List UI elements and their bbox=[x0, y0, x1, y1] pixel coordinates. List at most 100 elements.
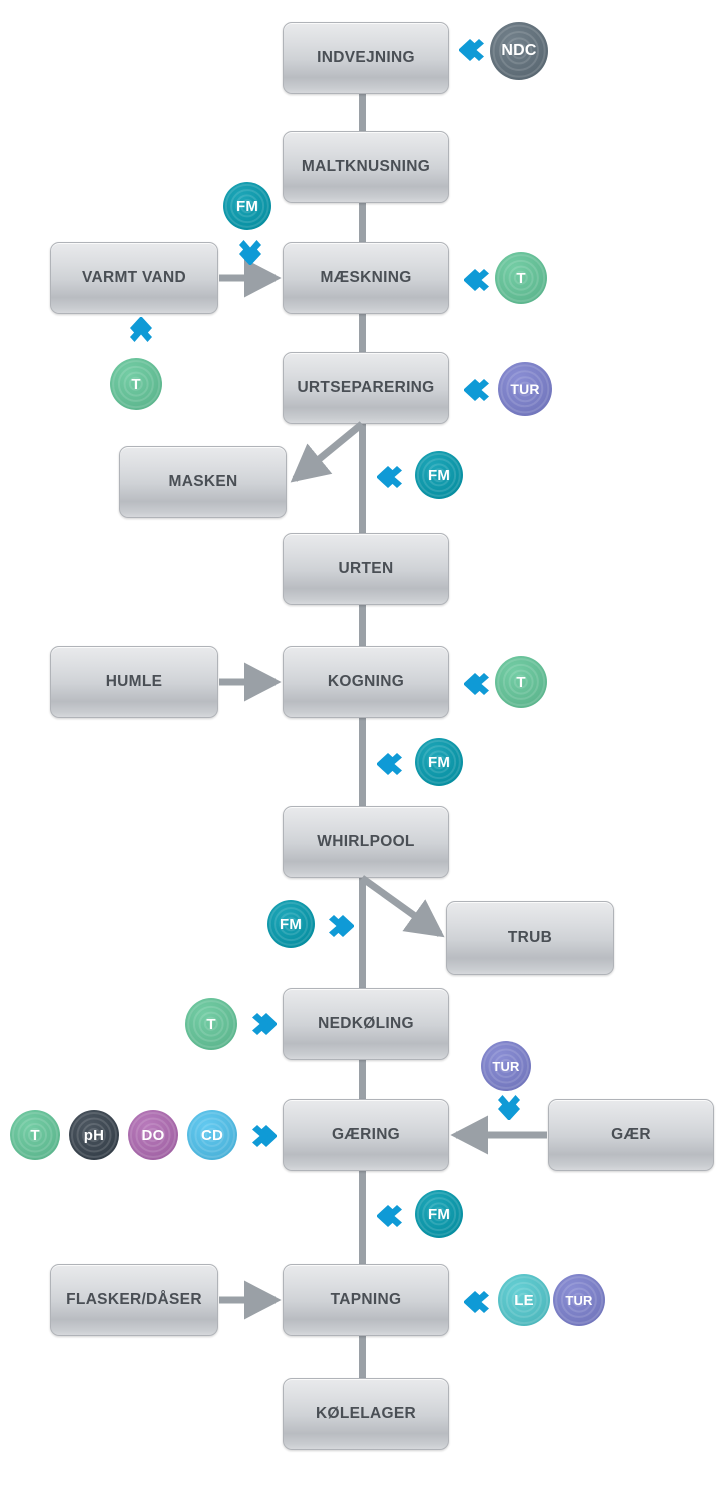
process-box-kogning[interactable]: KOGNING bbox=[283, 646, 449, 718]
process-box-tapning[interactable]: TAPNING bbox=[283, 1264, 449, 1336]
sensor-badge-label: LE bbox=[514, 1291, 534, 1309]
chevron-left-icon bbox=[463, 670, 498, 703]
conn-maltknusning-maeskning bbox=[359, 199, 366, 246]
sensor-badge-label: TUR bbox=[492, 1058, 520, 1074]
process-box-label: URTEN bbox=[338, 560, 394, 578]
sensor-badge-label: T bbox=[30, 1126, 40, 1144]
conn-whirlpool-nedkoling bbox=[359, 874, 366, 992]
process-box-trub[interactable]: TRUB bbox=[446, 901, 614, 975]
process-box-label: HUMLE bbox=[105, 673, 163, 691]
badge-rings-icon bbox=[481, 1041, 531, 1091]
sensor-badge-do-gaering[interactable]: DO bbox=[128, 1110, 178, 1160]
process-box-urtseparering[interactable]: URTSEPARERING bbox=[283, 352, 449, 424]
badge-rings-icon bbox=[69, 1110, 119, 1160]
process-box-whirlpool[interactable]: WHIRLPOOL bbox=[283, 806, 449, 878]
process-box-gaering[interactable]: GÆRING bbox=[283, 1099, 449, 1171]
sensor-badge-tur-urtseparering[interactable]: TUR bbox=[498, 362, 552, 416]
process-box-label: MASKEN bbox=[168, 473, 238, 491]
sensor-badge-t-maeskning[interactable]: T bbox=[495, 252, 547, 304]
sensor-badge-label: FM bbox=[235, 197, 259, 215]
process-box-varmt-vand[interactable]: VARMT VAND bbox=[50, 242, 218, 314]
sensor-badge-label: DO bbox=[141, 1126, 165, 1144]
chevron-left-icon bbox=[458, 36, 493, 69]
sensor-badge-label: T bbox=[131, 375, 141, 393]
sensor-badge-tur-tapning[interactable]: TUR bbox=[553, 1274, 605, 1326]
badge-rings-icon bbox=[498, 362, 552, 416]
conn-gaering-tapning bbox=[359, 1167, 366, 1268]
sensor-badge-label: TUR bbox=[510, 381, 540, 397]
sensor-badge-label: T bbox=[516, 673, 526, 691]
process-box-label: GÆRING bbox=[331, 1126, 401, 1144]
badge-rings-icon bbox=[187, 1110, 237, 1160]
chevron-down-icon bbox=[233, 234, 267, 267]
process-box-masken[interactable]: MASKEN bbox=[119, 446, 287, 518]
process-box-gaer[interactable]: GÆR bbox=[548, 1099, 714, 1171]
process-box-label: INDVEJNING bbox=[317, 49, 415, 67]
sensor-badge-label: FM bbox=[279, 915, 303, 933]
sensor-badge-cd-gaering[interactable]: CD bbox=[187, 1110, 237, 1160]
process-box-label: TRUB bbox=[507, 929, 553, 947]
chevron-left-icon bbox=[463, 376, 498, 409]
process-box-label: URTSEPARERING bbox=[297, 379, 435, 397]
sensor-badge-label: FM bbox=[427, 1205, 451, 1223]
process-box-urten[interactable]: URTEN bbox=[283, 533, 449, 605]
badge-rings-icon bbox=[223, 182, 271, 230]
sensor-badge-label: TUR bbox=[565, 1292, 593, 1308]
chevron-up-icon bbox=[124, 316, 158, 353]
conn-kogning-whirlpool bbox=[359, 714, 366, 810]
process-box-label: GÆR bbox=[611, 1126, 651, 1144]
process-box-label: MÆSKNING bbox=[320, 269, 412, 287]
chevron-left-icon bbox=[376, 463, 411, 496]
process-box-label: FLASKER/DÅSER bbox=[66, 1291, 202, 1309]
sensor-badge-fm-masken[interactable]: FM bbox=[415, 451, 463, 499]
sensor-badge-ndc-indvejning[interactable]: NDC bbox=[490, 22, 548, 80]
sensor-badge-t-nedkoling[interactable]: T bbox=[185, 998, 237, 1050]
sensor-badge-fm-kogning[interactable]: FM bbox=[415, 738, 463, 786]
chevron-left-icon bbox=[463, 266, 498, 299]
process-box-label: KØLELAGER bbox=[315, 1405, 416, 1423]
sensor-badge-ph-gaering[interactable]: pH bbox=[69, 1110, 119, 1160]
process-box-label: MALTKNUSNING bbox=[301, 158, 431, 176]
sensor-badge-t-kogning[interactable]: T bbox=[495, 656, 547, 708]
conn-tapning-kolelager bbox=[359, 1332, 366, 1382]
conn-urten-kogning bbox=[359, 601, 366, 650]
sensor-badge-fm-maeskning-top[interactable]: FM bbox=[223, 182, 271, 230]
badge-rings-icon bbox=[267, 900, 315, 948]
badge-rings-icon bbox=[553, 1274, 605, 1326]
chevron-left-icon bbox=[376, 1202, 411, 1235]
sensor-badge-le-tapning[interactable]: LE bbox=[498, 1274, 550, 1326]
process-box-nedkoling[interactable]: NEDKØLING bbox=[283, 988, 449, 1060]
chevron-left-icon bbox=[463, 1288, 498, 1321]
process-box-maltknusning[interactable]: MALTKNUSNING bbox=[283, 131, 449, 203]
badge-rings-icon bbox=[495, 252, 547, 304]
badge-rings-icon bbox=[495, 656, 547, 708]
conn-urtseparering-urten bbox=[359, 420, 366, 537]
sensor-badge-label: FM bbox=[427, 466, 451, 484]
process-box-flasker-daaser[interactable]: FLASKER/DÅSER bbox=[50, 1264, 218, 1336]
arrow-whirlpool-trub bbox=[359, 875, 445, 938]
conn-maeskning-urtseparering bbox=[359, 310, 366, 356]
process-box-kolelager[interactable]: KØLELAGER bbox=[283, 1378, 449, 1450]
sensor-badge-label: FM bbox=[427, 753, 451, 771]
badge-rings-icon bbox=[415, 451, 463, 499]
sensor-badge-t-gaering[interactable]: T bbox=[10, 1110, 60, 1160]
badge-rings-icon bbox=[185, 998, 237, 1050]
process-box-label: WHIRLPOOL bbox=[317, 833, 415, 851]
sensor-badge-label: NDC bbox=[501, 42, 537, 59]
process-box-label: TAPNING bbox=[330, 1291, 402, 1309]
process-box-label: KOGNING bbox=[327, 673, 405, 691]
badge-rings-icon bbox=[10, 1110, 60, 1160]
process-box-indvejning[interactable]: INDVEJNING bbox=[283, 22, 449, 94]
sensor-badge-label: T bbox=[206, 1015, 216, 1033]
sensor-badge-fm-whirlpool[interactable]: FM bbox=[267, 900, 315, 948]
sensor-badge-t-varmt-vand[interactable]: T bbox=[110, 358, 162, 410]
badge-rings-icon bbox=[415, 738, 463, 786]
sensor-badge-label: CD bbox=[200, 1126, 224, 1144]
sensor-badge-tur-gaer[interactable]: TUR bbox=[481, 1041, 531, 1091]
badge-rings-icon bbox=[498, 1274, 550, 1326]
process-box-humle[interactable]: HUMLE bbox=[50, 646, 218, 718]
process-box-maeskning[interactable]: MÆSKNING bbox=[283, 242, 449, 314]
sensor-badge-label: T bbox=[516, 269, 526, 287]
sensor-badge-fm-tapning[interactable]: FM bbox=[415, 1190, 463, 1238]
conn-indvejning-maltknusning bbox=[359, 90, 366, 135]
